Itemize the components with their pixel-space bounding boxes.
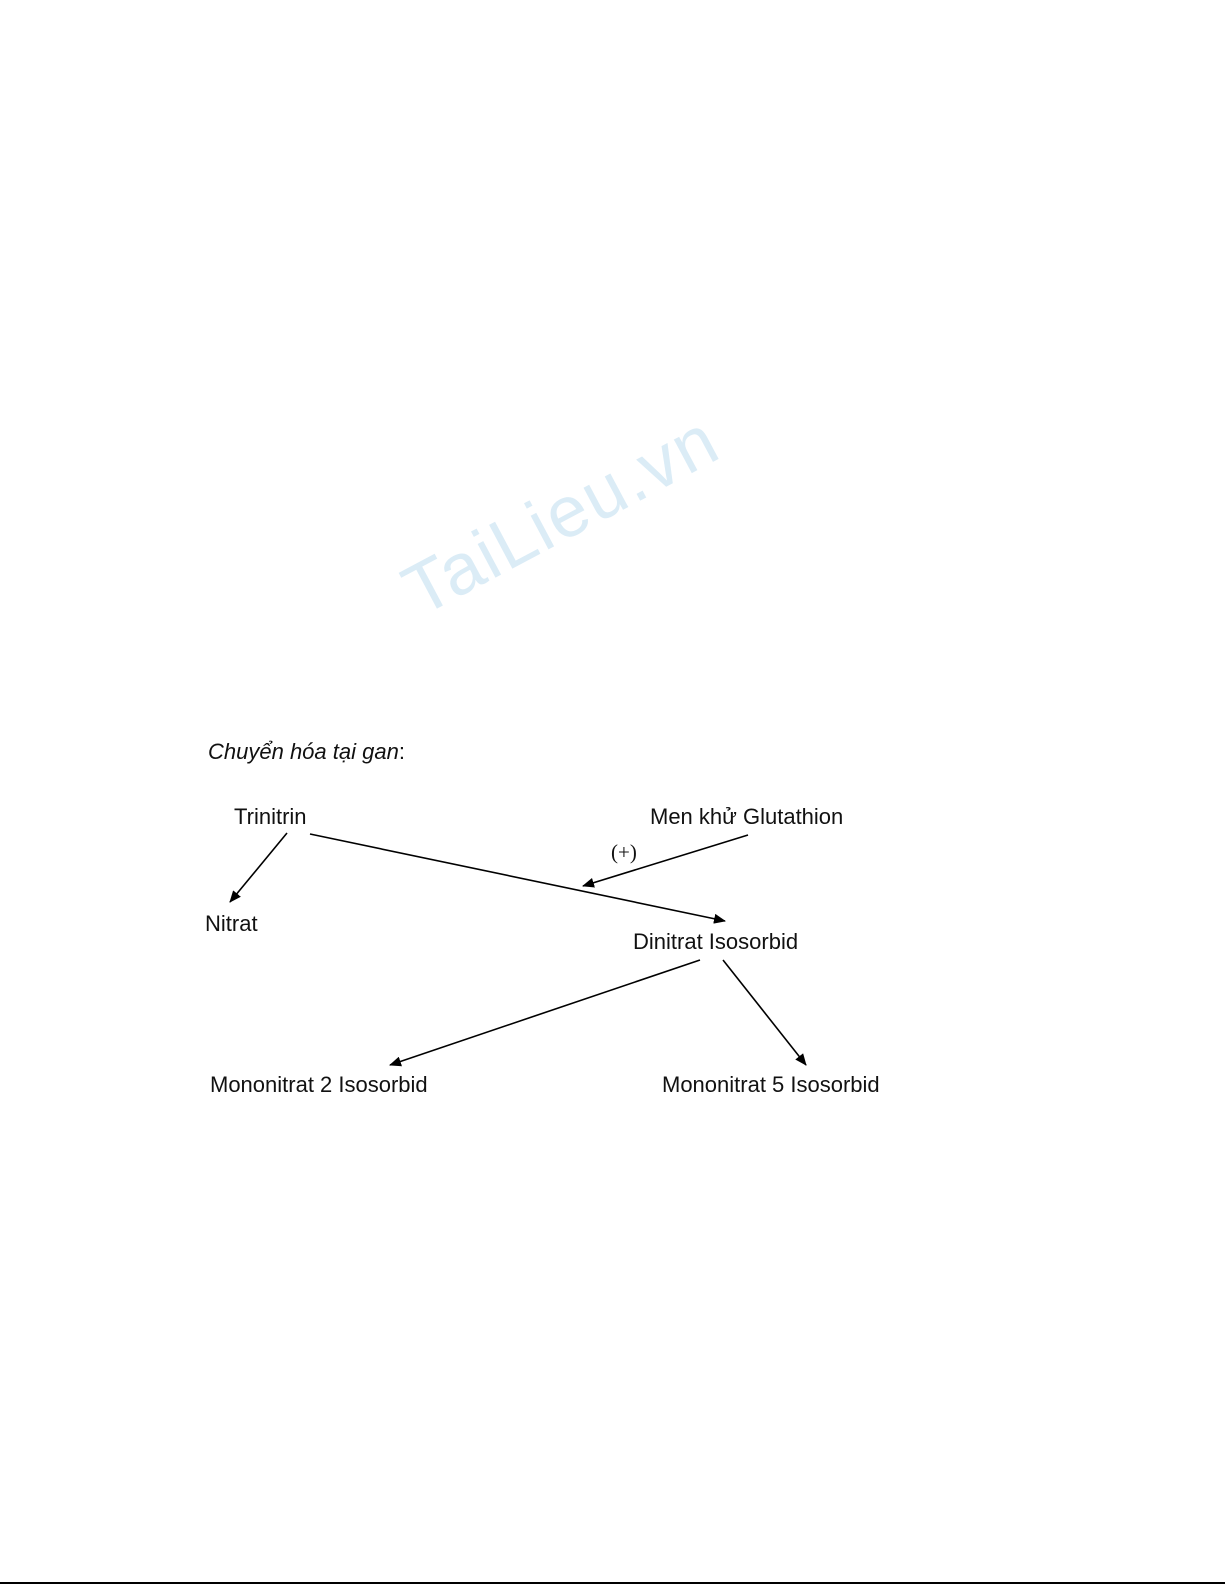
- node-mononitrat-5: Mononitrat 5 Isosorbid: [662, 1072, 880, 1097]
- node-nitrat: Nitrat: [205, 911, 258, 936]
- arrow-enzyme-catalysis: [582, 834, 749, 888]
- section-heading: Chuyển hóa tại gan:: [208, 741, 405, 763]
- node-trinitrin: Trinitrin: [234, 804, 307, 829]
- node-dinitrat-isosorbid: Dinitrat Isosorbid: [633, 929, 799, 954]
- catalysis-plus-label: (+): [611, 840, 637, 864]
- arrow-trinitrin-to-dinitrat: [309, 833, 726, 924]
- arrow-trinitrin-to-nitrat: [229, 832, 288, 903]
- node-enzyme: Men khử Glutathion: [650, 804, 844, 829]
- arrow-dinitrat-to-mono5: [722, 959, 807, 1066]
- node-mononitrat-2: Mononitrat 2 Isosorbid: [210, 1072, 428, 1097]
- heading-colon: :: [398, 739, 405, 764]
- arrow-dinitrat-to-mono2: [389, 959, 701, 1067]
- page-bottom-rule: [0, 1582, 1225, 1584]
- heading-text: Chuyển hóa tại gan: [208, 739, 399, 764]
